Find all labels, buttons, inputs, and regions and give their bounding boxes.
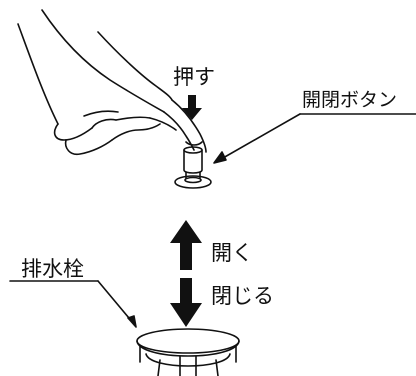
drain-plug-body	[136, 328, 240, 376]
button-leader-line	[215, 113, 416, 163]
button-leader-arrowhead	[213, 151, 227, 164]
open-arrow-icon	[170, 220, 202, 270]
push-label: 押す	[173, 65, 215, 89]
open-close-button-knob	[174, 146, 212, 189]
drain-plug-leader-line	[9, 280, 135, 325]
close-label: 閉じる	[211, 284, 274, 308]
close-arrow-icon	[170, 278, 202, 327]
open-close-button-label: 開閉ボタン	[302, 89, 398, 111]
push-arrow-icon	[182, 95, 202, 120]
drain-plug-label: 排水栓	[21, 257, 84, 281]
open-label: 開く	[211, 241, 253, 265]
drain-plug-leader-arrowhead	[127, 315, 137, 328]
